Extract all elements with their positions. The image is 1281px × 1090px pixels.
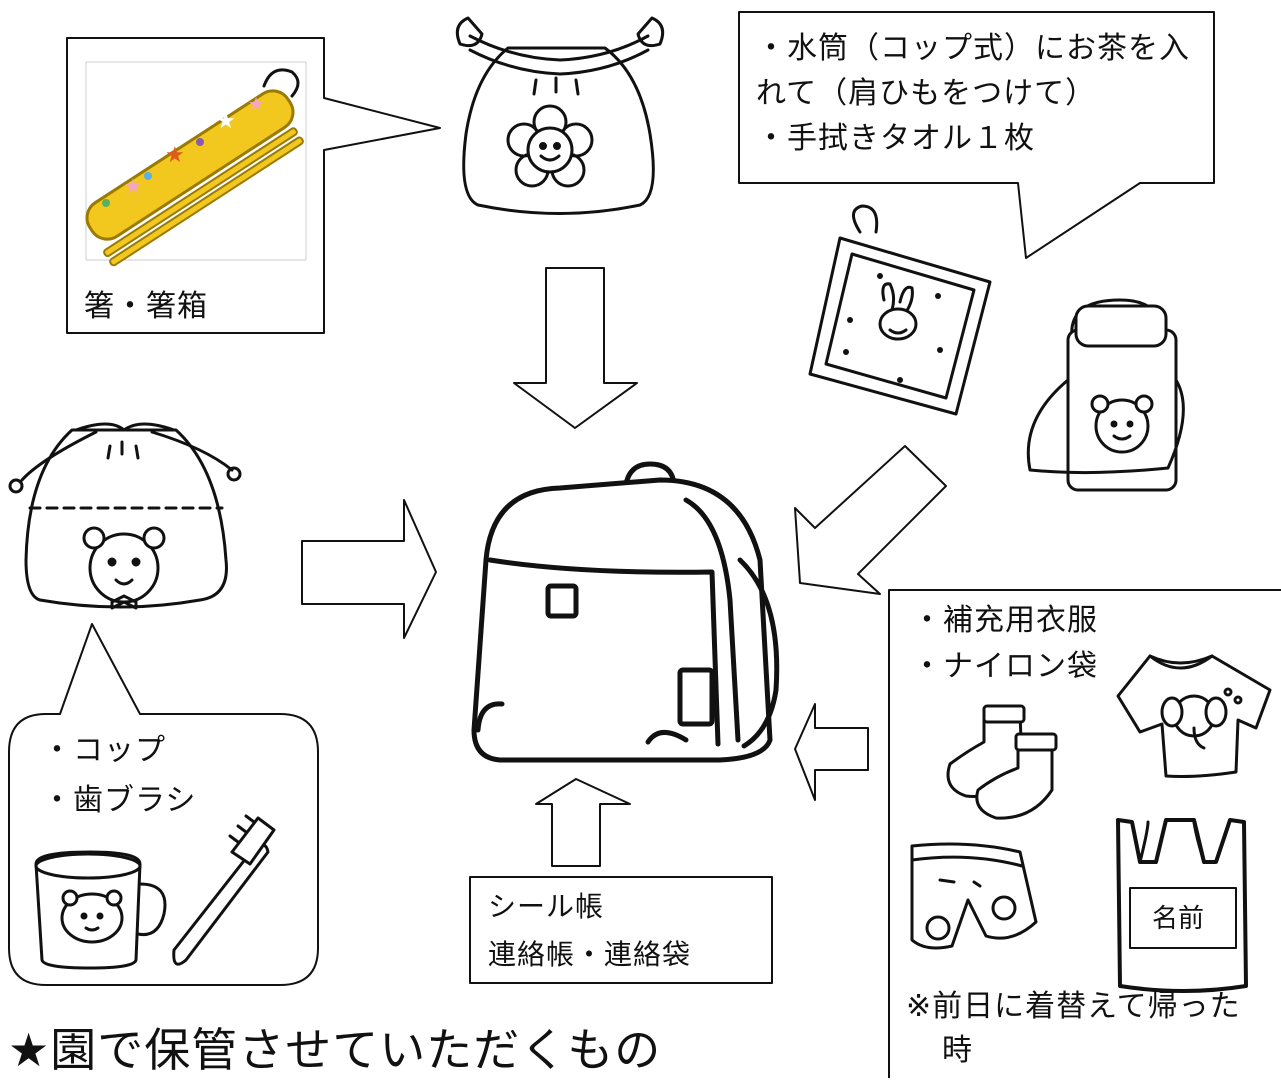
- arrow-diagonal-from-top-right: [794, 445, 947, 595]
- towel-line: ・手拭きタオル１枚: [756, 121, 1035, 156]
- svg-text:★: ★: [248, 94, 264, 115]
- spare-clothes-line: ・補充用衣服: [912, 603, 1098, 638]
- water-bottle-line-2: れて（肩ひもをつけて）: [756, 76, 1097, 111]
- socks-icon: [946, 704, 1058, 820]
- toothbrush-line: ・歯ブラシ: [42, 783, 197, 818]
- svg-text:★: ★: [124, 174, 142, 198]
- lunch-drawstring-bag-icon: [455, 16, 665, 215]
- towel-icon: [808, 204, 992, 416]
- school-backpack-icon: [471, 461, 780, 763]
- arrow-left-from-right: [794, 703, 869, 801]
- toothbrush-icon: [172, 814, 276, 966]
- bag-name-label: 名前: [1152, 904, 1205, 934]
- footer-heading: ★園で保管させていただくもの: [8, 1023, 662, 1077]
- arrow-right-from-left: [301, 499, 437, 639]
- cup-icon: [34, 850, 167, 970]
- water-bottle-callout: [738, 11, 1215, 259]
- spare-clothes-note-line-1: ※前日に着替えて帰った: [906, 989, 1241, 1024]
- nylon-bag-line: ・ナイロン袋: [912, 649, 1098, 684]
- notebooks-box: [469, 876, 773, 984]
- svg-text:★: ★: [165, 143, 185, 168]
- chopstick-case-icon: ★ ★ ★ ★: [85, 61, 307, 267]
- chopsticks-label: 箸・箸箱: [84, 289, 208, 324]
- bear-drawstring-bag-icon: [8, 422, 242, 610]
- water-bottle-icon: [1026, 298, 1185, 492]
- spare-clothes-note-line-2: 時: [942, 1033, 973, 1068]
- tshirt-icon: [1116, 654, 1272, 778]
- cup-line: ・コップ: [42, 733, 166, 768]
- svg-text:★: ★: [216, 109, 236, 134]
- water-bottle-line-1: ・水筒（コップ式）にお茶を入: [756, 31, 1190, 66]
- arrow-down-from-top: [513, 267, 638, 429]
- contact-book-line: 連絡帳・連絡袋: [488, 938, 692, 971]
- shorts-icon: [910, 842, 1038, 950]
- sticker-book-line: シール帳: [488, 890, 605, 923]
- arrow-up-from-bottom: [535, 778, 631, 867]
- plastic-bag-icon: [1116, 818, 1248, 993]
